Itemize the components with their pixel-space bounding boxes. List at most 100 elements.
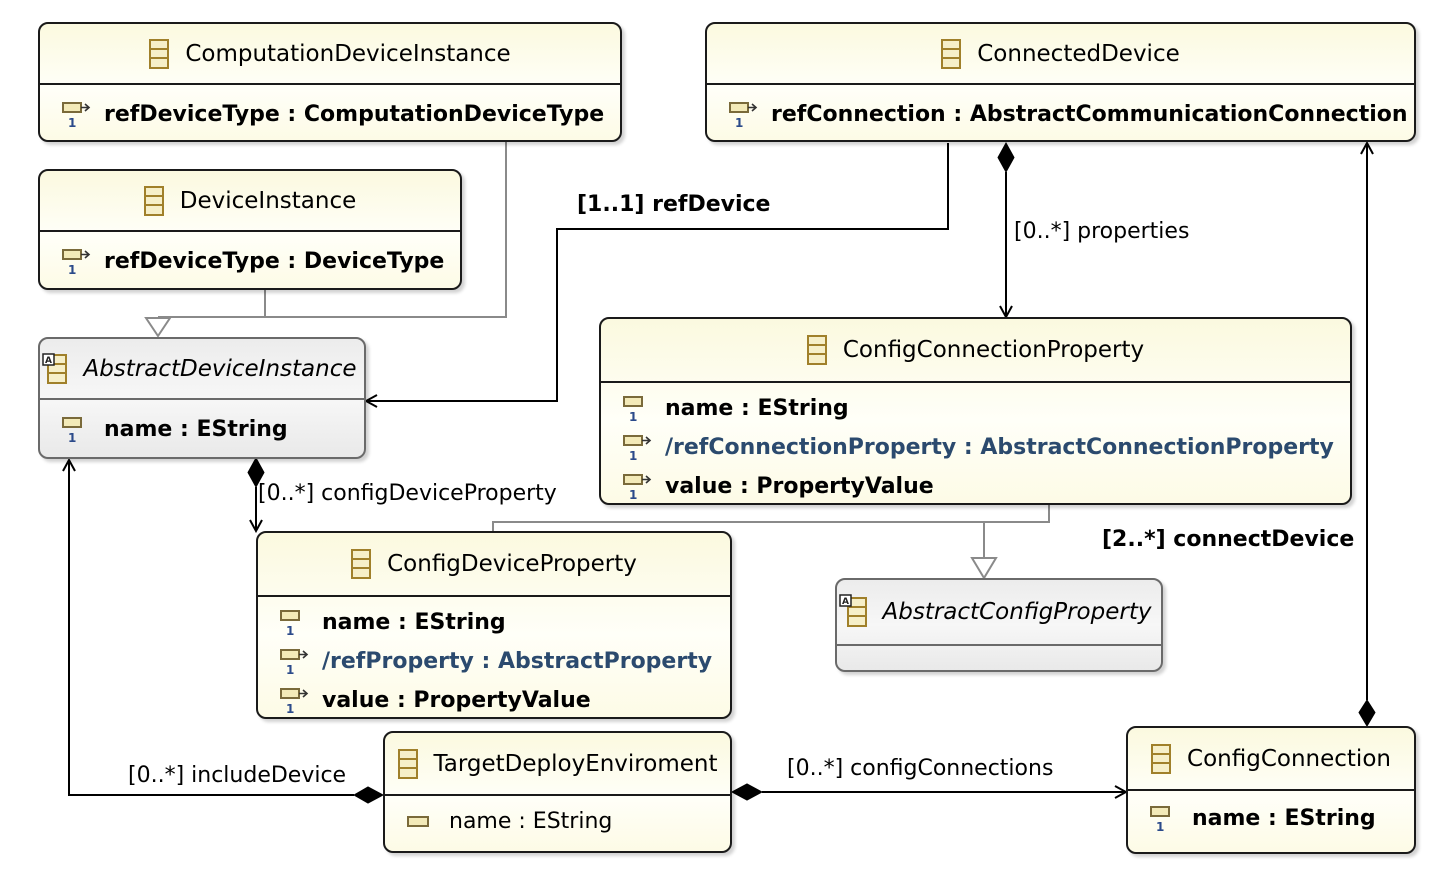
reference-icon: 1 <box>729 101 758 129</box>
label-connect-device: [2..*] connectDevice <box>1102 527 1355 552</box>
attribute-label: refDeviceType : DeviceType <box>104 249 445 274</box>
class-name: DeviceInstance <box>179 187 357 214</box>
label-properties: [0..*] properties <box>1014 219 1190 244</box>
svg-text:1: 1 <box>68 263 76 276</box>
abstract-marker-icon: A <box>42 353 55 366</box>
class-icon <box>1151 743 1172 774</box>
class-computation-device-instance[interactable]: ComputationDeviceInstance 1 refDeviceTyp… <box>38 22 622 142</box>
label-include-device: [0..*] includeDevice <box>128 763 347 788</box>
attribute-row[interactable]: 1 refConnection : AbstractCommunicationC… <box>707 95 1414 134</box>
class-abstract-config-property[interactable]: A AbstractConfigProperty <box>835 578 1163 672</box>
attribute-label: name : EString <box>449 809 613 834</box>
diamond-config-connections <box>730 783 764 801</box>
class-name: ComputationDeviceInstance <box>185 40 511 67</box>
class-header: AbstractConfigProperty <box>837 580 1161 646</box>
class-name: ConfigConnectionProperty <box>842 337 1145 363</box>
class-header: ConfigConnectionProperty <box>601 319 1350 383</box>
svg-text:1: 1 <box>286 702 294 715</box>
svg-text:A: A <box>842 597 849 607</box>
class-header: AbstractDeviceInstance <box>40 339 364 400</box>
attribute-label: /refProperty : AbstractProperty <box>322 649 713 674</box>
label-ref-device: [1..1] refDevice <box>577 192 771 217</box>
attribute-icon <box>407 815 429 827</box>
class-config-connection[interactable]: ConfigConnection 1 name : EString <box>1126 726 1416 854</box>
class-icon <box>806 335 827 365</box>
class-header: ComputationDeviceInstance <box>40 24 620 85</box>
class-header: TargetDeployEnviroment <box>385 733 730 796</box>
reference-icon: 1 <box>62 248 91 276</box>
reference-icon: 1 <box>623 473 652 501</box>
attribute-row[interactable]: 1 value : PropertyValue <box>601 467 1350 506</box>
attribute-row[interactable]: 1 name : EString <box>40 410 364 449</box>
diamond-connect-device <box>1358 699 1376 727</box>
class-header: ConnectedDevice <box>707 24 1414 85</box>
attribute-label: name : EString <box>1192 806 1376 831</box>
class-name: AbstractDeviceInstance <box>83 355 357 382</box>
attribute-icon: 1 <box>280 609 300 637</box>
class-icon <box>846 597 867 627</box>
class-name: ConnectedDevice <box>977 40 1180 67</box>
reference-icon: 1 <box>280 687 309 715</box>
edge-computation-to-abstract <box>158 142 507 318</box>
attribute-row[interactable]: 1 name : EString <box>258 603 730 642</box>
svg-text:1: 1 <box>1156 820 1164 833</box>
attribute-label: value : PropertyValue <box>322 688 591 713</box>
attribute-label: refDeviceType : ComputationDeviceType <box>104 102 605 127</box>
svg-text:1: 1 <box>68 431 76 444</box>
edge-configdevprop-to-abstractconfig <box>492 521 984 532</box>
attribute-row[interactable]: 1 name : EString <box>601 389 1350 428</box>
edge-include-device <box>69 460 354 796</box>
class-icon <box>397 748 418 779</box>
generalization-arrow-abstract-device <box>144 317 172 338</box>
svg-text:1: 1 <box>735 116 743 129</box>
class-name: TargetDeployEnviroment <box>433 750 718 777</box>
reference-edges <box>69 143 1367 795</box>
class-name: ConfigDeviceProperty <box>387 551 637 577</box>
attribute-row[interactable]: 1 refDeviceType : DeviceType <box>40 242 460 281</box>
diamond-include-device <box>352 786 385 804</box>
class-icon <box>351 549 372 579</box>
edge-configconnprop-to-abstractconfig <box>983 505 1050 560</box>
attribute-label: name : EString <box>104 417 288 442</box>
svg-text:1: 1 <box>286 624 294 637</box>
class-name: AbstractConfigProperty <box>882 599 1152 625</box>
class-target-deploy-enviroment[interactable]: TargetDeployEnviroment name : EString <box>383 731 732 853</box>
attribute-row[interactable]: 1 refDeviceType : ComputationDeviceType <box>40 95 620 134</box>
class-abstract-device-instance[interactable]: A AbstractDeviceInstance 1 name : EStrin… <box>38 337 366 459</box>
attribute-row[interactable]: 1 name : EString <box>1128 799 1414 838</box>
attribute-label: /refConnectionProperty : AbstractConnect… <box>665 435 1334 460</box>
abstract-marker-icon: A <box>839 594 852 607</box>
generalization-edges <box>144 142 1050 580</box>
attribute-label: name : EString <box>322 610 506 635</box>
attribute-row[interactable]: 1 /refProperty : AbstractProperty <box>258 642 730 681</box>
class-icon <box>941 38 962 69</box>
attribute-icon: 1 <box>62 416 82 444</box>
class-header: ConfigConnection <box>1128 728 1414 791</box>
svg-text:1: 1 <box>629 488 637 501</box>
generalization-arrow-abstract-config <box>970 557 998 580</box>
svg-text:A: A <box>45 356 52 366</box>
class-header: ConfigDeviceProperty <box>258 533 730 597</box>
class-name: ConfigConnection <box>1187 745 1391 772</box>
attribute-row[interactable]: 1 /refConnectionProperty : AbstractConne… <box>601 428 1350 467</box>
attribute-label: name : EString <box>665 396 849 421</box>
diamond-config-device-property <box>247 456 265 489</box>
svg-text:1: 1 <box>286 663 294 676</box>
reference-icon: 1 <box>280 648 309 676</box>
class-device-instance[interactable]: DeviceInstance 1 refDeviceType : DeviceT… <box>38 169 462 290</box>
attribute-row[interactable]: name : EString <box>385 802 730 841</box>
class-icon <box>47 353 68 384</box>
class-config-connection-property[interactable]: ConfigConnectionProperty 1 name : EStrin… <box>599 317 1352 505</box>
edge-ref-device <box>366 143 949 401</box>
diamond-properties <box>997 141 1015 174</box>
attribute-icon: 1 <box>1150 805 1170 833</box>
svg-text:1: 1 <box>629 449 637 462</box>
attribute-row[interactable]: 1 value : PropertyValue <box>258 681 730 720</box>
reference-icon: 1 <box>623 434 652 462</box>
svg-text:1: 1 <box>68 116 76 129</box>
class-icon <box>149 38 170 69</box>
attribute-icon: 1 <box>623 395 643 423</box>
class-config-device-property[interactable]: ConfigDeviceProperty 1 name : EString 1 … <box>256 531 732 719</box>
svg-text:1: 1 <box>629 410 637 423</box>
class-connected-device[interactable]: ConnectedDevice 1 refConnection : Abstra… <box>705 22 1416 142</box>
